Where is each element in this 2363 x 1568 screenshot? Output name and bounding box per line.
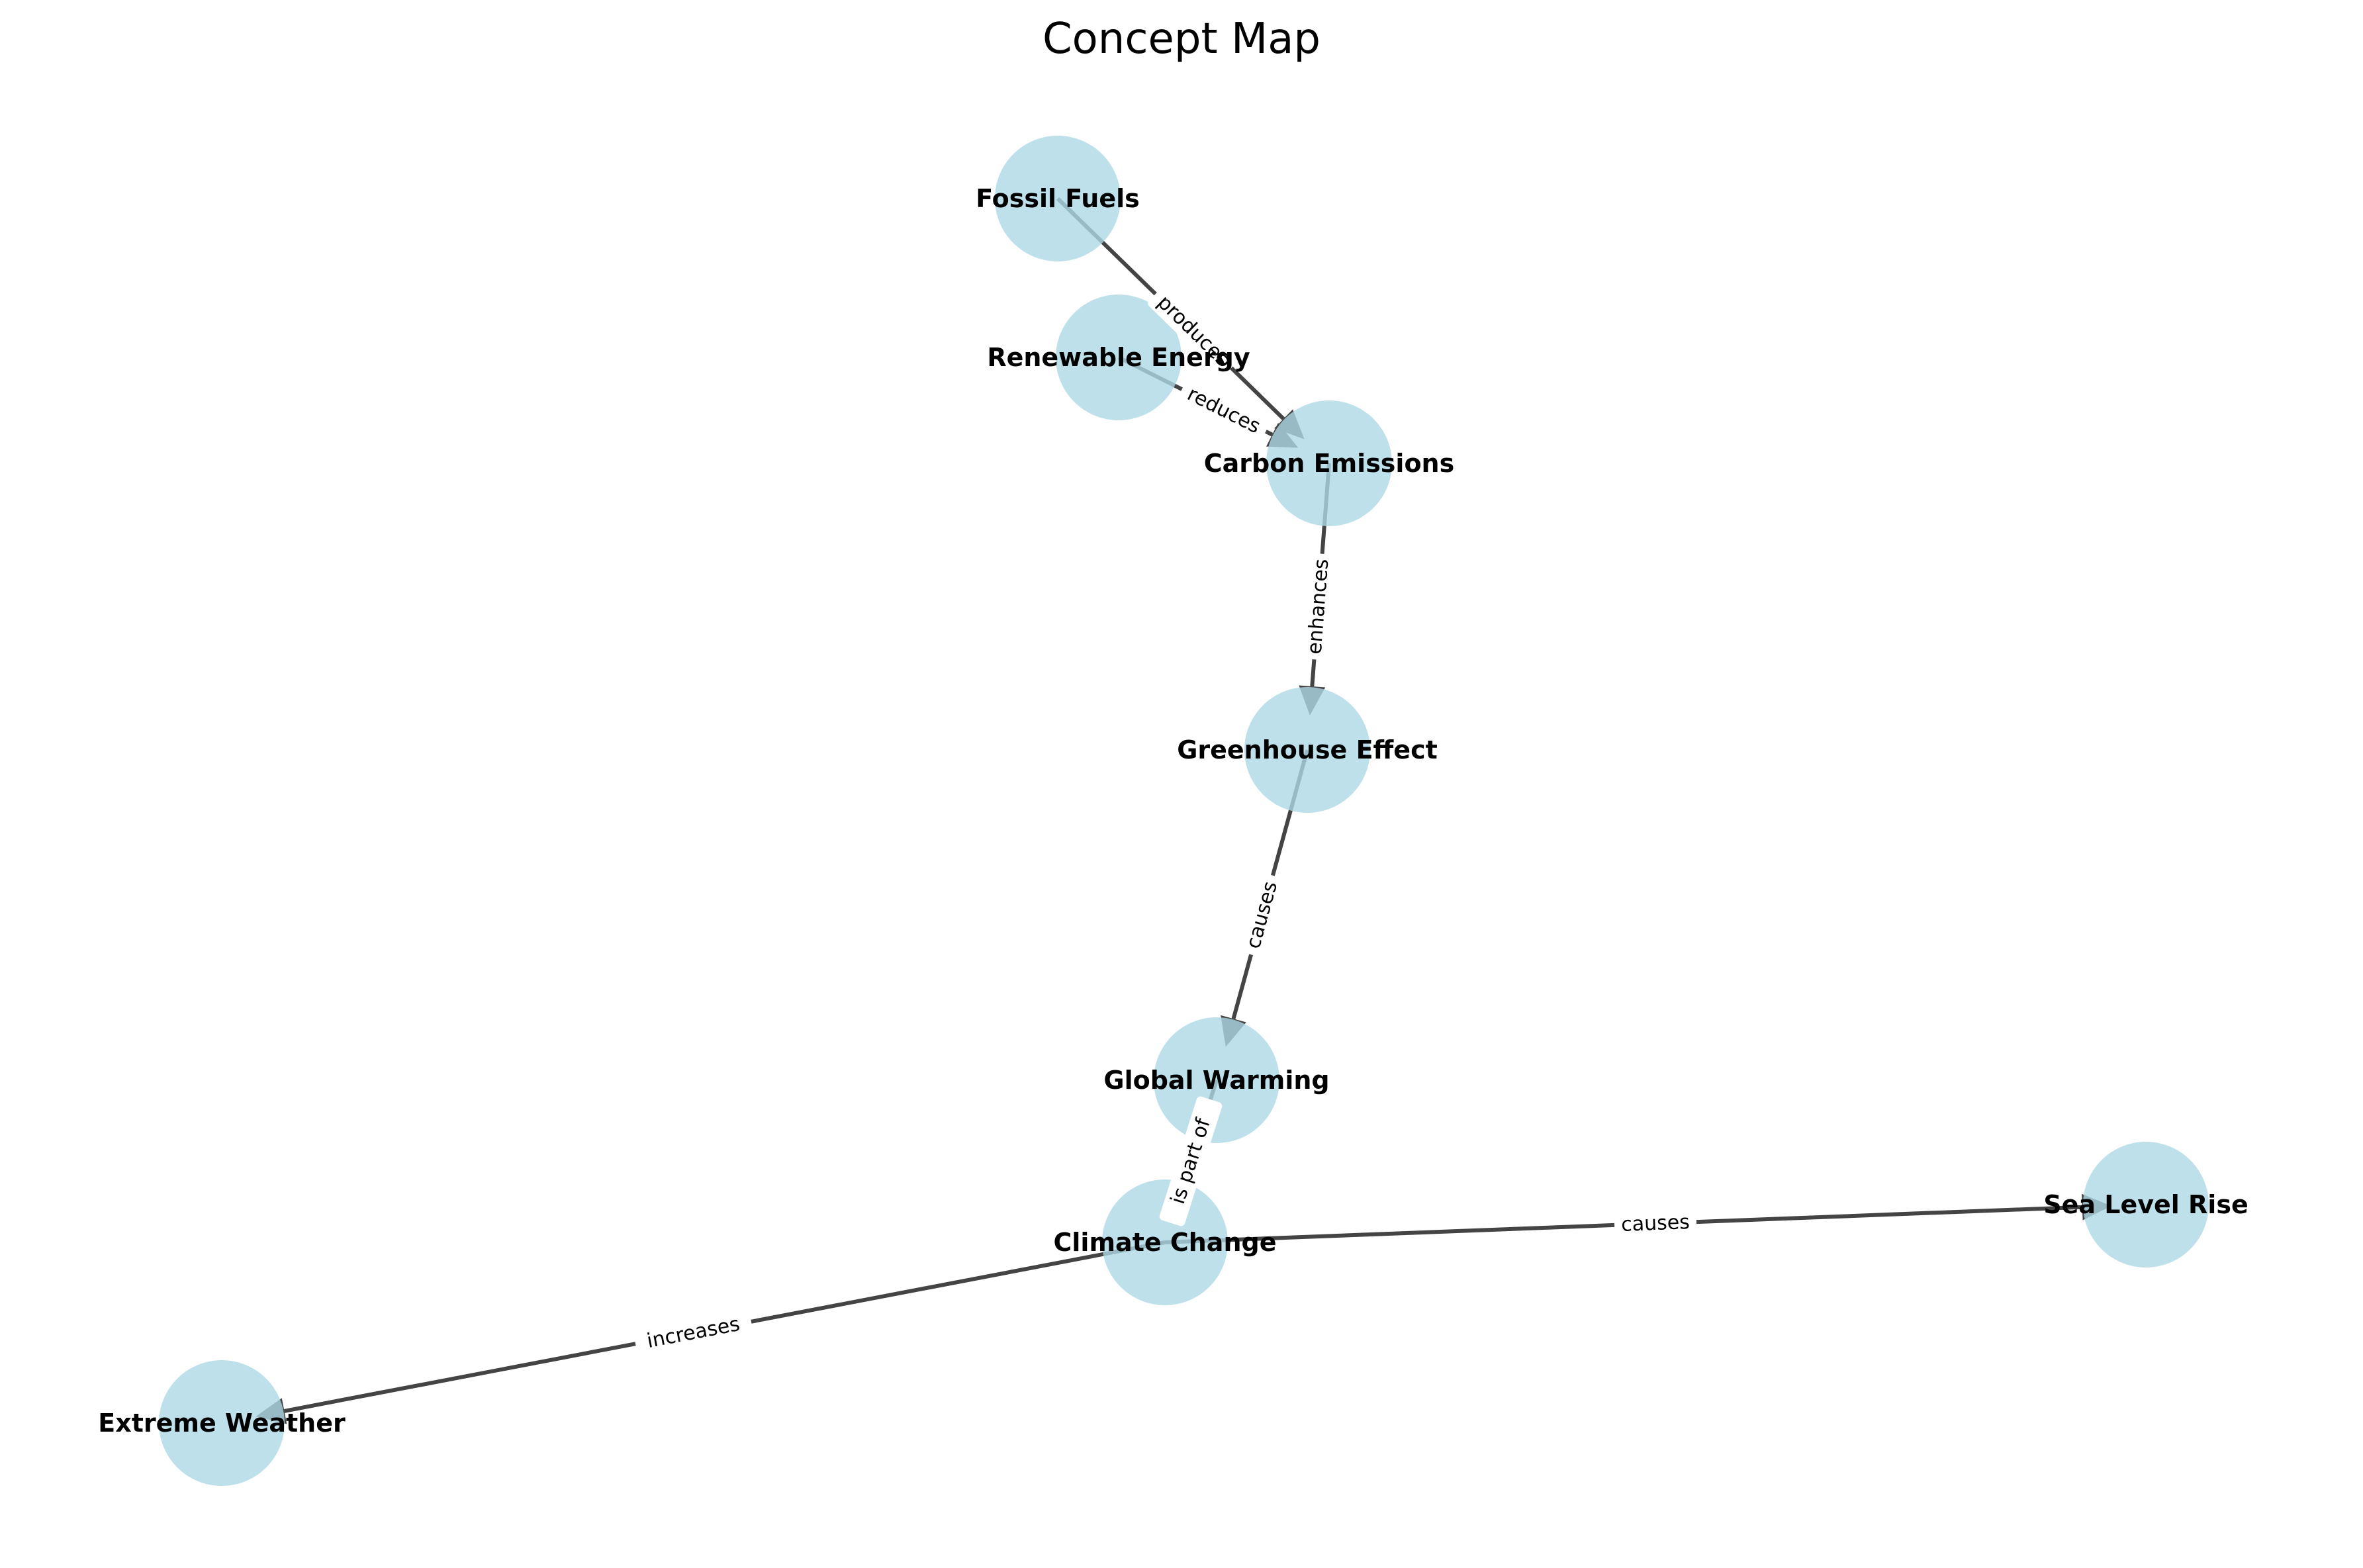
edge-label: increases [645,1313,741,1353]
node-label: Carbon Emissions [1204,449,1454,478]
node-label: Fossil Fuels [976,184,1140,213]
edge-label-background [1614,1209,1697,1238]
edge-label: causes [1621,1211,1691,1236]
edge-label-background [1159,1096,1223,1226]
diagram-title: Concept Map [1042,15,1320,64]
node-sea-level-rise [2083,1142,2209,1268]
edge-label: is part of [1166,1115,1215,1207]
edge-label-group: causes [1239,872,1285,958]
edge-label-background [1239,872,1285,958]
node-label: Greenhouse Effect [1177,735,1438,764]
edge-label: causes [1242,879,1282,951]
edge-label-background [1177,379,1271,442]
node-fossil-fuels [995,136,1121,261]
node-carbon-emissions [1266,400,1392,526]
nodes-layer [159,136,2209,1486]
node-renewable-energy [1056,295,1182,420]
edge-label-background [1301,553,1336,661]
edge-label-group: increases [633,1309,753,1356]
edge-label-group: enhances [1301,553,1336,661]
edge-label-background [633,1309,753,1356]
node-extreme-weather [159,1360,285,1486]
node-label: Sea Level Rise [2043,1190,2248,1219]
node-label: Global Warming [1103,1066,1329,1095]
edge-label-group: reduces [1177,379,1271,442]
node-greenhouse-effect [1244,687,1370,813]
node-climate-change [1102,1179,1228,1305]
node-label: Climate Change [1054,1228,1277,1257]
edge-label-background [1148,286,1239,376]
node-label: Extreme Weather [98,1408,346,1438]
edge-label-group: causes [1614,1209,1697,1238]
node-global-warming [1154,1017,1279,1143]
node-label: Renewable Energy [987,343,1250,372]
